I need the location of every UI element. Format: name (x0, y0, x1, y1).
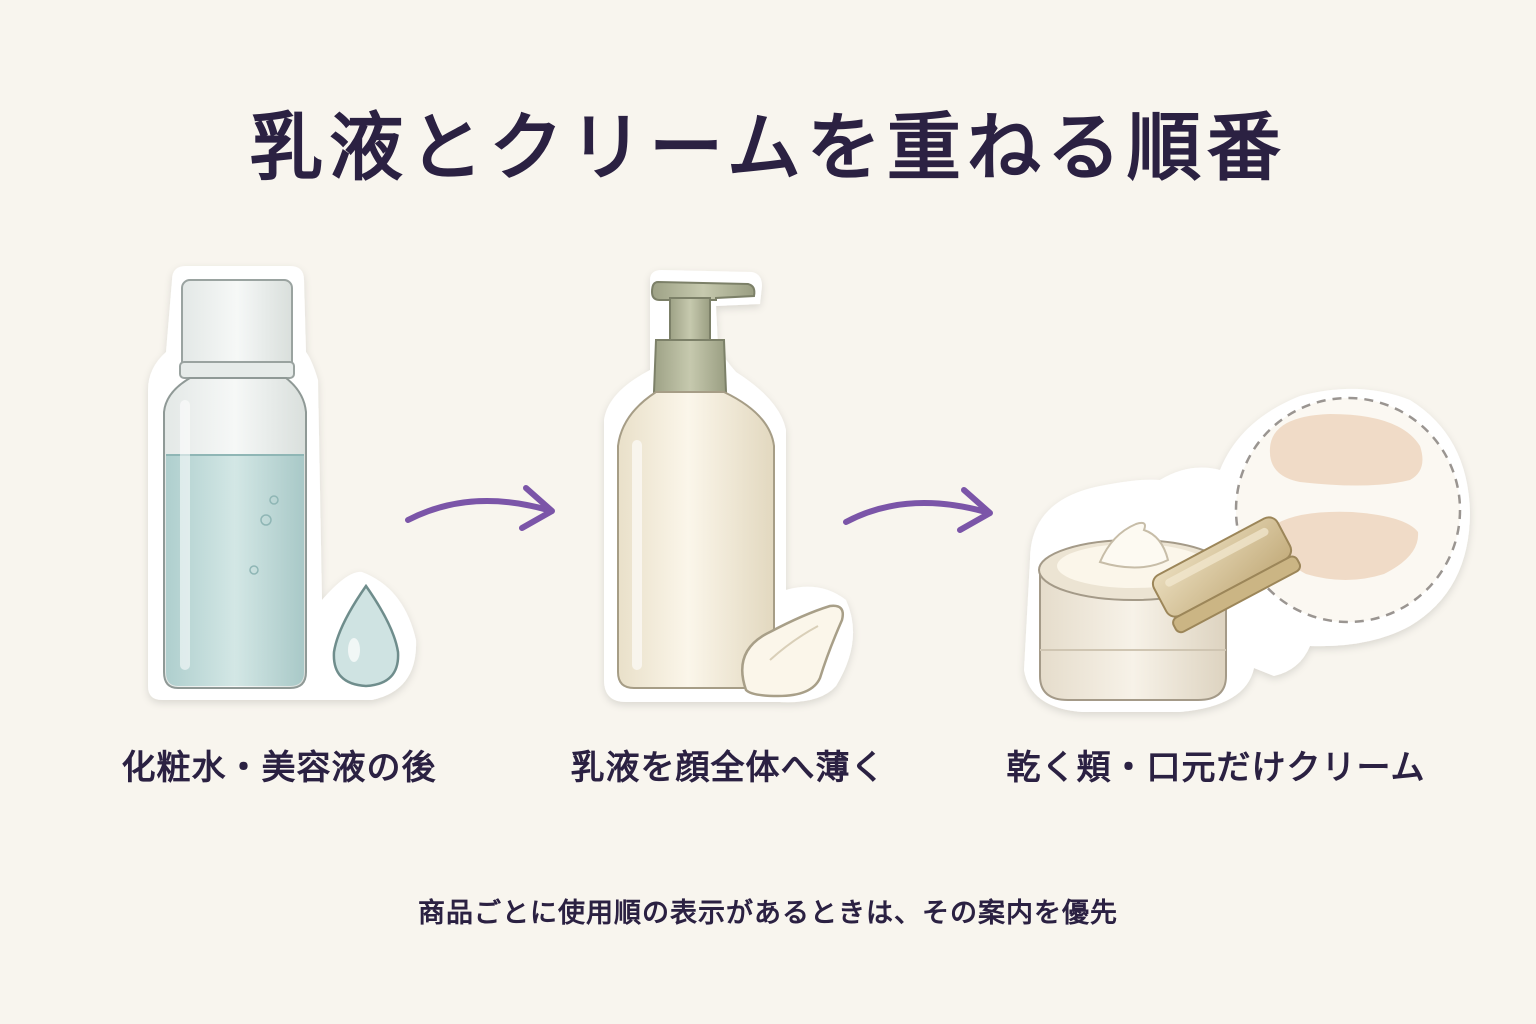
step-1-label: 化粧水・美容液の後 (121, 748, 437, 788)
step-3-label: 乾く頬・口元だけクリーム (1006, 748, 1426, 788)
page-title: 乳液とクリームを重ねる順番 (249, 105, 1287, 191)
usage-note: 商品ごとに使用順の表示があるときは、その案内を優先 (418, 898, 1118, 929)
step-2-label: 乳液を顔全体へ薄く (570, 748, 886, 788)
arrow-1-head-icon (519, 485, 555, 531)
arrow-1-icon (405, 498, 551, 523)
cream-jar-icon (1024, 388, 1470, 712)
arrow-2-head-icon (957, 487, 993, 533)
arrow-2-icon (843, 500, 989, 525)
lotion-bottle-icon (148, 266, 417, 700)
pump-bottle-icon (604, 270, 854, 703)
